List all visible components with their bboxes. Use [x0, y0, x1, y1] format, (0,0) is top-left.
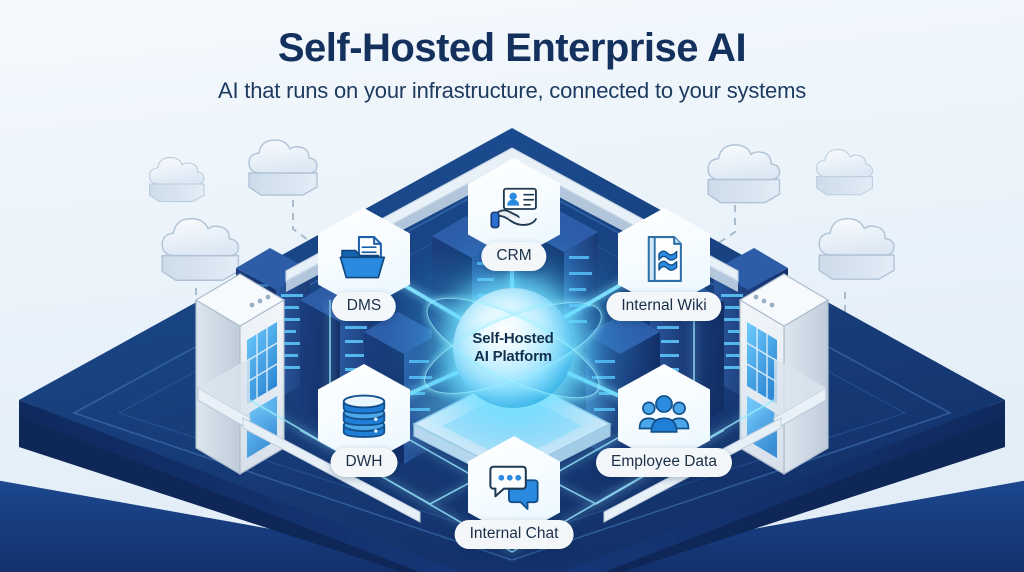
node-dms[interactable]: DMS [318, 208, 410, 321]
node-wiki[interactable]: Internal Wiki [606, 208, 722, 321]
cloud-icon [707, 144, 781, 204]
core-label-line2: AI Platform [474, 348, 552, 365]
hand-contact-card-icon [490, 187, 537, 229]
office-building-left [194, 273, 286, 476]
node-label-emp: Employee Data [596, 448, 732, 477]
node-dwh[interactable]: DWH [318, 364, 410, 477]
node-label-dwh: DWH [330, 448, 398, 477]
node-crm[interactable]: CRM [468, 158, 560, 271]
node-label-wiki: Internal Wiki [606, 292, 722, 321]
cloud-group-left [149, 139, 320, 311]
cloud-icon [149, 157, 205, 203]
office-building-right [738, 273, 830, 476]
people-group-icon [638, 395, 690, 433]
core-label-line1: Self-Hosted [472, 330, 554, 347]
cloud-icon [818, 217, 895, 280]
wiki-page-icon [647, 236, 682, 282]
core-ai-platform-sphere[interactable]: Self-Hosted AI Platform [413, 278, 613, 418]
node-chat[interactable]: Internal Chat [454, 436, 574, 549]
cloud-icon [248, 139, 318, 196]
core-label: Self-Hosted AI Platform [472, 330, 553, 366]
chat-bubbles-icon [489, 465, 539, 510]
node-label-chat: Internal Chat [454, 520, 574, 549]
cloud-icon [161, 217, 240, 281]
database-cylinder-icon [342, 394, 386, 438]
folder-document-icon [339, 236, 386, 279]
node-emp[interactable]: Employee Data [596, 364, 732, 477]
cloud-icon [816, 148, 873, 196]
node-label-crm: CRM [481, 242, 547, 271]
node-label-dms: DMS [331, 292, 397, 321]
cloud-group-right [707, 144, 895, 313]
